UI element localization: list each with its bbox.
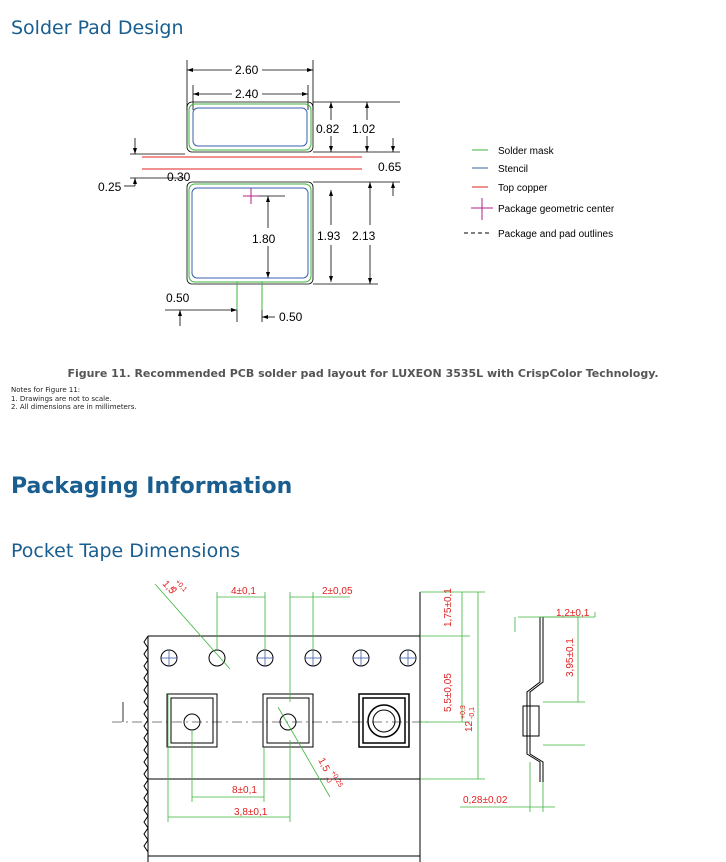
legend: Solder mask Stencil Top copper Package g… [464, 146, 615, 240]
solder-pad-diagram: 2.60 2.40 0.82 1.02 0.65 0.25 0.30 1.80 … [98, 60, 615, 326]
dim-0-50-right: 0.50 [279, 310, 303, 324]
dim-3-95: 3,95±0,1 [565, 638, 576, 677]
legend-stencil: Stencil [498, 164, 528, 175]
section-title-solder-pad: Solder Pad Design [11, 17, 184, 39]
dim-1-5-pocket: 1,5 [315, 756, 331, 774]
note-item-1: 1. Drawings are not to scale. [11, 394, 112, 403]
dim-1-2: 1,2±0,1 [556, 608, 590, 619]
section-title-pocket-tape: Pocket Tape Dimensions [11, 540, 241, 562]
dim-1-5-tol2: -0 [169, 585, 178, 594]
legend-package-center: Package geometric center [498, 204, 615, 215]
dim-1-93: 1.93 [317, 229, 341, 243]
dim-12-tol: +0,3 [460, 705, 467, 719]
dim-0-25: 0.25 [98, 180, 122, 194]
legend-outlines: Package and pad outlines [498, 229, 613, 240]
dim-0-65: 0.65 [378, 160, 402, 174]
dim-3-8: 3,8±0,1 [234, 807, 268, 818]
figure-notes: Notes for Figure 11: 1. Drawings are not… [11, 386, 137, 412]
legend-solder-mask: Solder mask [498, 146, 555, 157]
dim-12-tol2: -0,1 [469, 707, 476, 719]
dim-1-80: 1.80 [252, 232, 276, 246]
dim-2-13: 2.13 [352, 229, 376, 243]
dim-4: 4±0,1 [231, 586, 256, 597]
dim-5-5: 5,5±0,05 [443, 673, 454, 712]
dim-1-5-pocket-tol2: -0 [323, 776, 332, 785]
figure-caption: Figure 11. Recommended PCB solder pad la… [67, 367, 659, 380]
dim-0-82: 0.82 [316, 122, 340, 136]
note-item-2: 2. All dimensions are in millimeters. [11, 403, 137, 411]
dim-1-75: 1,75±0,1 [443, 588, 454, 627]
dim-2-60: 2.60 [235, 63, 259, 77]
notes-heading: Notes for Figure 11: [11, 386, 81, 394]
dim-2-40: 2.40 [235, 87, 259, 101]
dim-1-02: 1.02 [352, 122, 376, 136]
pocket-tape-diagram: 1,5 +0,1 -0 4±0,1 2±0,05 1,75±0,1 5,5±0,… [112, 579, 596, 862]
dim-12: 12 [464, 720, 475, 732]
dim-8: 8±0,1 [232, 785, 257, 796]
dim-0-30: 0.30 [167, 170, 191, 184]
dim-0-28: 0,28±0,02 [463, 795, 508, 806]
dim-0-50-left: 0.50 [166, 291, 190, 305]
section-title-packaging: Packaging Information [11, 474, 293, 499]
legend-top-copper: Top copper [498, 183, 548, 194]
dim-2: 2±0,05 [322, 586, 353, 597]
